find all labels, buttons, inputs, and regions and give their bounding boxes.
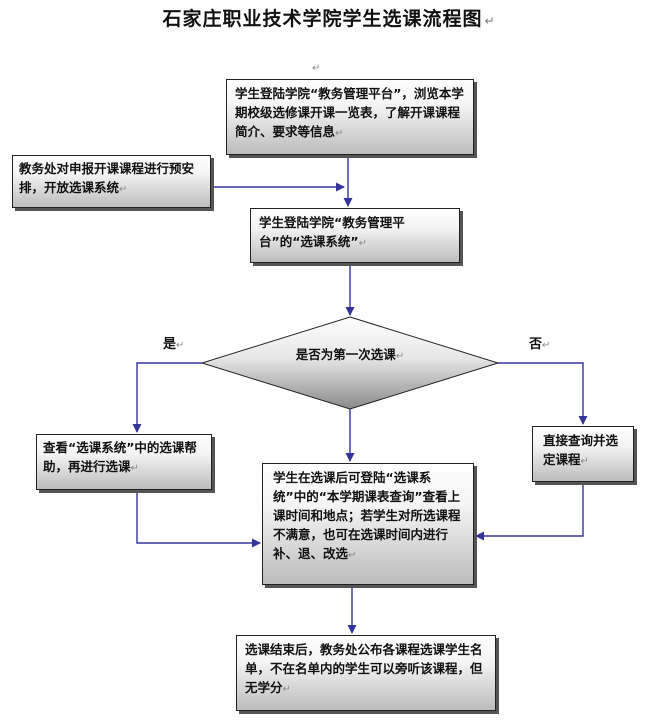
paragraph-mark-icon: ↵ bbox=[176, 340, 185, 351]
label-no: 否↵ bbox=[529, 333, 550, 352]
title-text: 石家庄职业技术学院学生选课流程图 bbox=[162, 8, 483, 30]
node-query-schedule-text: 学生在选课后可登陆“选课系统”中的“本学期课表查询”查看上课时间和地点；若学生对… bbox=[273, 470, 461, 561]
node-login-system: 学生登陆学院“教务管理平台”的“选课系统”↵ bbox=[250, 208, 460, 263]
arrow-decision-no bbox=[498, 362, 588, 425]
arrow-decision-yes bbox=[132, 362, 202, 433]
paragraph-mark-icon: ↵ bbox=[395, 351, 405, 362]
node-end-publish: 选课结束后，教务处公布各课程选课学生名单，不在名单内的学生可以旁听该课程，但无学… bbox=[236, 635, 496, 711]
node-office-schedule: 教务处对申报开课课程进行预安排，开放选课系统↵ bbox=[12, 155, 211, 208]
paragraph-mark-icon: ↵ bbox=[119, 184, 128, 195]
paragraph-mark-icon: ↵ bbox=[130, 463, 139, 474]
paragraph-mark-icon: ↵ bbox=[484, 14, 496, 28]
paragraph-mark-icon: ↵ bbox=[312, 63, 321, 74]
paragraph-mark-icon: ↵ bbox=[282, 684, 291, 695]
node-login-system-text: 学生登陆学院“教务管理平台”的“选课系统” bbox=[259, 215, 405, 249]
paragraph-mark-icon: ↵ bbox=[335, 128, 344, 139]
arrow-help-to-query bbox=[136, 490, 261, 548]
label-yes-text: 是 bbox=[163, 337, 177, 352]
node-login-platform-text: 学生登陆学院“教务管理平台”，浏览本学期校级选修课开课一览表，了解开课课程简介、… bbox=[235, 86, 464, 139]
paragraph-mark-icon: ↵ bbox=[348, 550, 357, 561]
label-yes: 是↵ bbox=[163, 333, 184, 352]
node-query-schedule: 学生在选课后可登陆“选课系统”中的“本学期课表查询”查看上课时间和地点；若学生对… bbox=[262, 463, 474, 585]
label-no-text: 否 bbox=[529, 337, 543, 352]
decision-label: 是否为第一次选课↵ bbox=[270, 344, 430, 363]
page-title: 石家庄职业技术学院学生选课流程图↵ bbox=[0, 4, 658, 31]
node-direct-select-text: 直接查询并选定课程 bbox=[543, 433, 619, 467]
node-view-help: 查看“选课系统”中的选课帮助，再进行选课↵ bbox=[36, 434, 212, 490]
node-end-publish-text: 选课结束后，教务处公布各课程选课学生名单，不在名单内的学生可以旁听该课程，但无学… bbox=[245, 642, 483, 695]
paragraph-mark-icon: ↵ bbox=[580, 456, 589, 467]
node-view-help-text: 查看“选课系统”中的选课帮助，再进行选课 bbox=[43, 440, 197, 474]
node-office-schedule-text: 教务处对申报开课课程进行预安排，开放选课系统 bbox=[19, 161, 195, 195]
paragraph-mark-icon: ↵ bbox=[542, 340, 551, 351]
decision-label-text: 是否为第一次选课 bbox=[295, 347, 396, 362]
node-direct-select: 直接查询并选定课程↵ bbox=[532, 426, 634, 482]
node-login-platform: 学生登陆学院“教务管理平台”，浏览本学期校级选修课开课一览表，了解开课课程简介、… bbox=[226, 79, 474, 155]
decision-diamond bbox=[200, 316, 500, 410]
arrow-direct-to-query bbox=[475, 482, 584, 541]
paragraph-mark-icon: ↵ bbox=[358, 238, 368, 249]
